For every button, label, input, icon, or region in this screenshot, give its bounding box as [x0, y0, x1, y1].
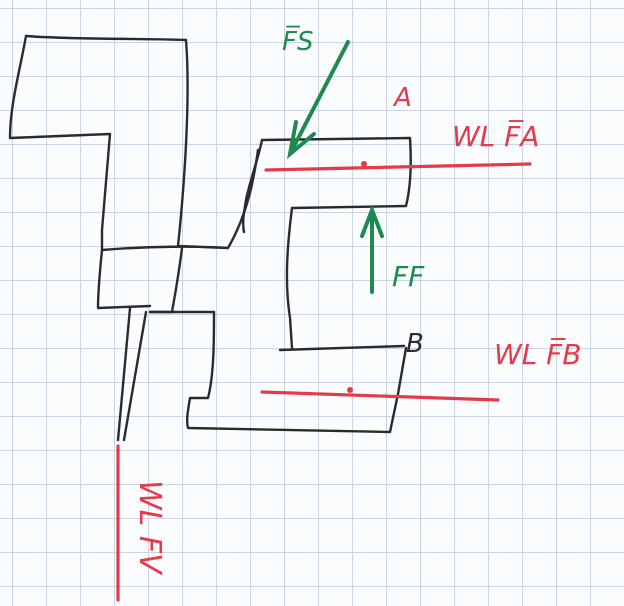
contact-block-a [241, 136, 412, 234]
force-ff-arrow-head [360, 204, 384, 238]
lower-block-outline [148, 310, 408, 434]
force-fs-arrow-shaft [288, 40, 350, 156]
point-b-dot [347, 387, 353, 393]
inner-slot-outline [278, 206, 406, 352]
label-wl-fb: WL F̅B [494, 337, 582, 371]
lever-neck-outline [96, 246, 184, 314]
lever-pointer [116, 306, 148, 442]
point-a-dot [361, 161, 367, 167]
force-fs-arrow-head [287, 120, 316, 160]
label-b: B [406, 329, 424, 359]
label-a: A [392, 83, 412, 113]
label-ff: FF [392, 260, 425, 293]
line-of-action-fb [260, 390, 500, 402]
lever-upper-outline [8, 34, 260, 252]
line-of-action-fa [264, 162, 532, 172]
label-fs: F̅S [282, 25, 313, 57]
label-wl-fa: WL F̅A [452, 119, 539, 153]
label-wl-fv: WL FV [132, 480, 167, 576]
